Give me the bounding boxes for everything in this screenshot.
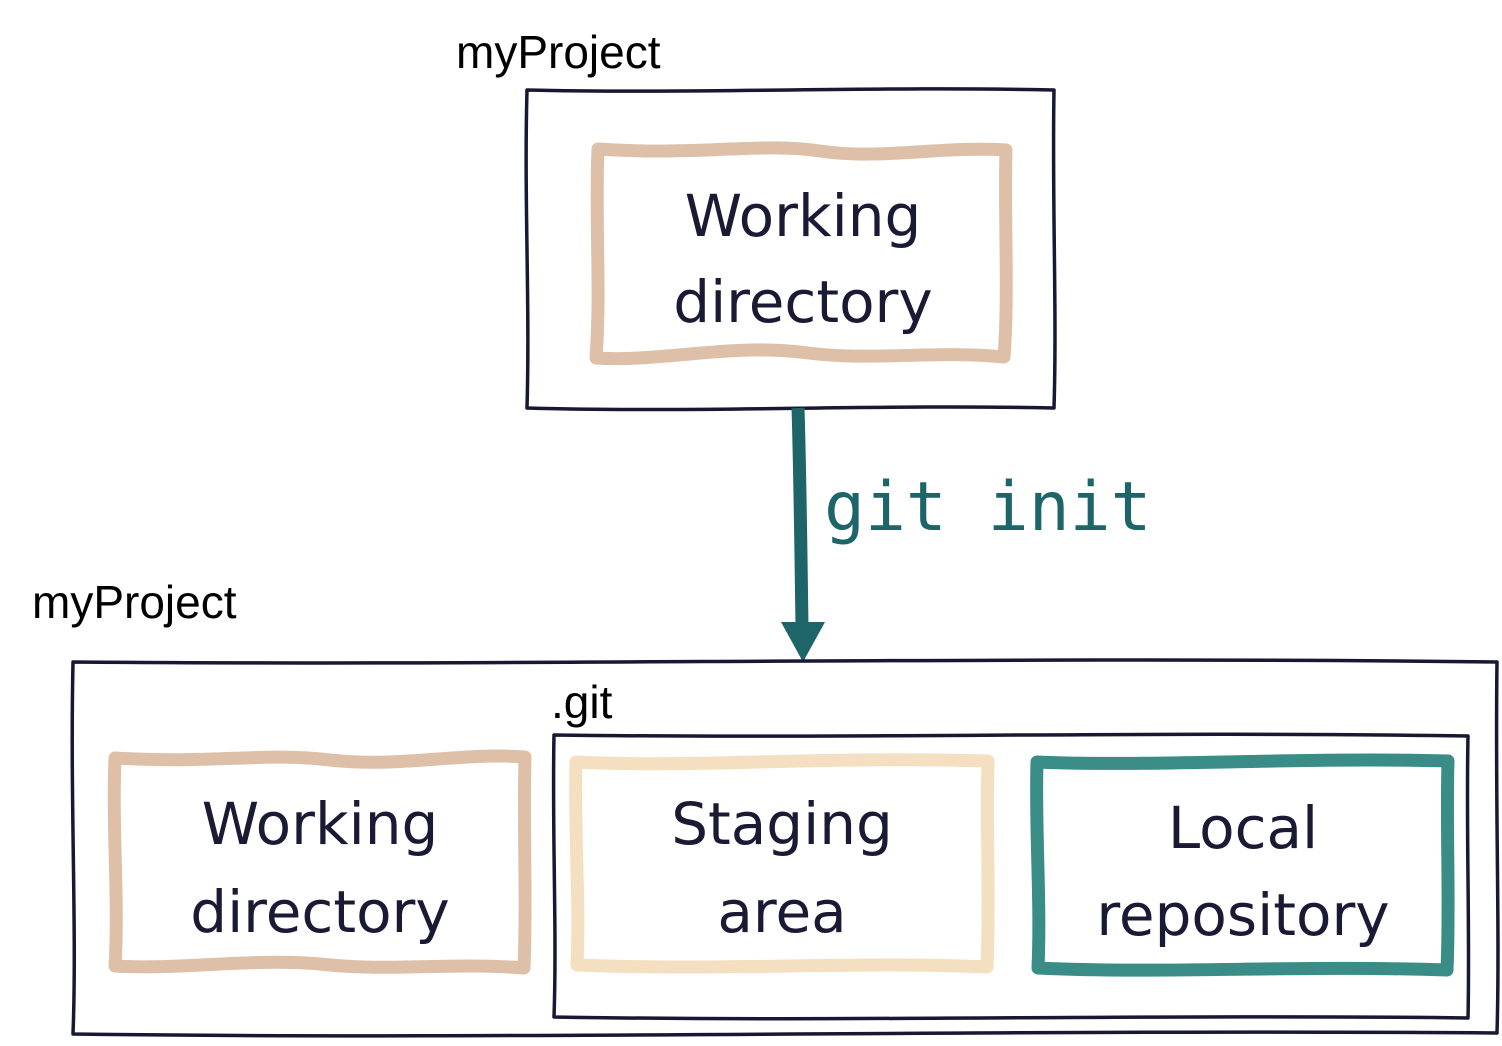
after-folder-box xyxy=(70,658,1500,1038)
staging-area-box: Staging area xyxy=(569,753,995,974)
after-folder-label: myProject xyxy=(32,576,237,628)
git-folder-label: .git xyxy=(551,676,613,728)
before-working-directory-line2: directory xyxy=(673,268,932,336)
git-init-command: git init xyxy=(824,468,1152,547)
before-working-directory-frame xyxy=(589,141,1013,366)
before-working-directory-line1: Working xyxy=(685,182,922,250)
staging-area-frame xyxy=(569,753,995,974)
local-repository-line2: repository xyxy=(1096,881,1389,949)
local-repository-frame xyxy=(1030,753,1455,977)
staging-area-line2: area xyxy=(717,878,846,946)
before-folder-box xyxy=(524,87,1057,412)
arrow-head xyxy=(781,622,825,662)
before-working-directory-box: Working directory xyxy=(589,141,1013,366)
after-working-directory-frame xyxy=(107,749,532,975)
after-working-directory-line1: Working xyxy=(202,790,439,858)
arrow-shaft xyxy=(791,407,809,627)
local-repository-box: Local repository xyxy=(1030,753,1455,977)
before-folder-label: myProject xyxy=(456,26,661,78)
staging-area-line1: Staging xyxy=(671,790,893,858)
git-folder-box xyxy=(551,732,1471,1021)
git-init-arrow xyxy=(781,407,825,662)
local-repository-line1: Local xyxy=(1168,794,1318,862)
after-working-directory-line2: directory xyxy=(190,878,449,946)
after-working-directory-box: Working directory xyxy=(107,749,532,975)
